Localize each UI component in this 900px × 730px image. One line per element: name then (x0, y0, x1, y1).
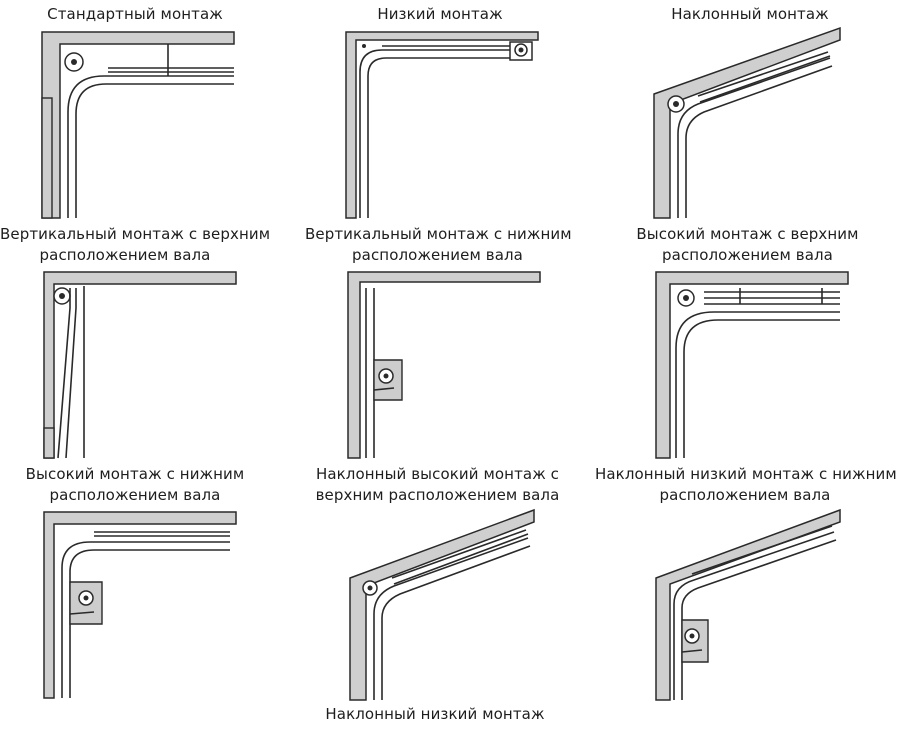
label-inclined-low-mount: Наклонный низкий монтаж (325, 705, 545, 723)
diagram-inclined-high-top-shaft (349, 508, 535, 701)
label-standard-mount: Стандартный монтаж (47, 5, 223, 23)
diagram-inclined-low-bottom-shaft (655, 508, 841, 701)
diagram-inclined-mount (653, 26, 841, 219)
diagram-high-bottom-shaft (43, 511, 237, 699)
label-low-mount: Низкий монтаж (377, 5, 503, 23)
diagram-vertical-bottom-shaft (347, 271, 541, 459)
diagram-vertical-top-shaft (43, 271, 237, 459)
diagram-low-mount (345, 31, 539, 219)
label-inclined-mount: Наклонный монтаж (671, 5, 829, 23)
diagram-standard-mount (41, 31, 235, 219)
diagram-high-top-shaft (655, 271, 849, 459)
